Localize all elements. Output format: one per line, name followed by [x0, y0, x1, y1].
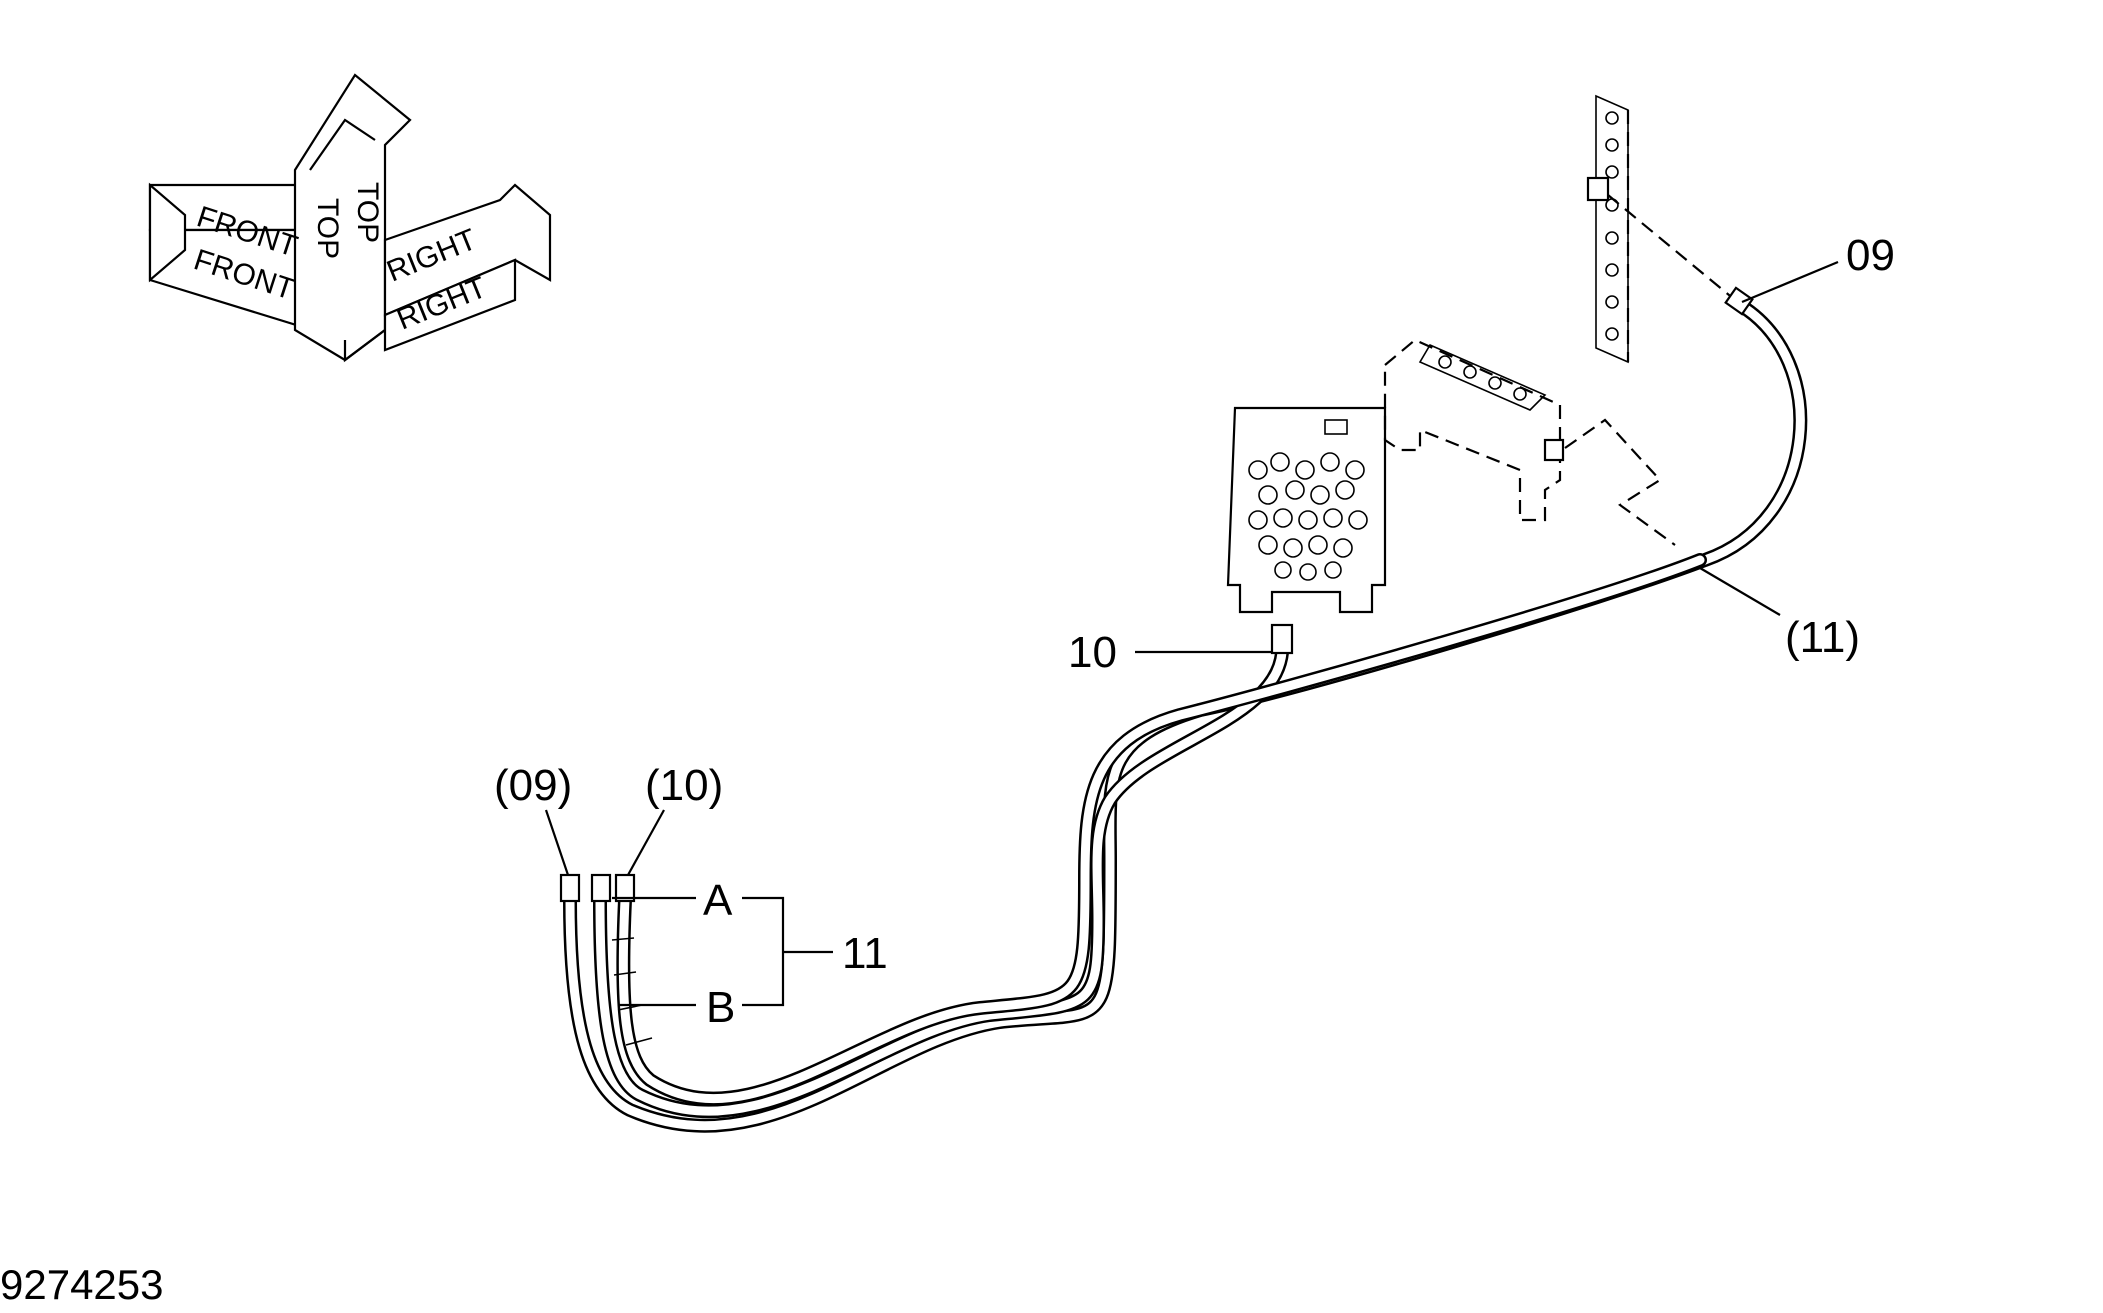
- top-label-right: TOP: [351, 182, 384, 243]
- callout-09-ref: (09): [494, 761, 572, 810]
- fitting-10-end: [1270, 623, 1294, 655]
- bracket-ab: [742, 896, 785, 1007]
- leader-11-ref: [1699, 567, 1781, 616]
- manifold-bracket: [1383, 338, 1676, 546]
- bracket-holes: [1605, 111, 1619, 341]
- callout-10: 10: [1068, 628, 1117, 677]
- top-label-left: TOP: [311, 198, 344, 259]
- bracket-plate: [1595, 94, 1629, 364]
- hose-fittings: [559, 286, 1754, 903]
- leader-09-ref: [544, 809, 570, 876]
- callouts: 09 10 (11) (09) (10) A B 11: [494, 231, 1895, 1032]
- manifold-dash-path: [1564, 418, 1676, 546]
- vertical-bracket: [1586, 94, 1630, 364]
- hose-11: [616, 553, 1707, 1106]
- fitting-09-end: [1724, 286, 1754, 316]
- manifold-ports: [1438, 355, 1527, 401]
- manifold-fitting: [1543, 438, 1565, 462]
- hose-bundle: [563, 298, 1808, 1133]
- right-arrow-side: [383, 258, 517, 352]
- leader-10-ref: [627, 809, 665, 876]
- orientation-indicator: FRONT FRONT TOP TOP RIGHT RIGHT: [148, 73, 552, 363]
- valve-block-tab: [1324, 419, 1348, 435]
- valve-ports: [1248, 452, 1368, 581]
- leader-09: [1741, 260, 1839, 304]
- callout-10-ref: (10): [645, 761, 723, 810]
- front-arrow-head: [148, 182, 187, 283]
- callout-11-ref: (11): [1785, 613, 1860, 662]
- fitting-10-start: [614, 873, 636, 903]
- top-arrow-inner: [309, 118, 376, 171]
- callout-09: 09: [1846, 231, 1895, 280]
- valve-block-body: [1226, 406, 1387, 614]
- fitting-11-start: [590, 873, 612, 903]
- callout-a: A: [703, 876, 733, 925]
- orientation-corner: [343, 329, 386, 363]
- drawing-number: 9274253: [0, 1261, 164, 1308]
- manifold-top: [1418, 343, 1547, 411]
- bracket-fitting: [1586, 176, 1610, 202]
- callout-11: 11: [842, 929, 888, 978]
- fitting-09-start: [559, 873, 581, 903]
- hose-09-dash: [1607, 194, 1736, 301]
- top-arrow: [293, 73, 412, 362]
- valve-block: [1226, 406, 1387, 614]
- callout-b: B: [706, 983, 735, 1032]
